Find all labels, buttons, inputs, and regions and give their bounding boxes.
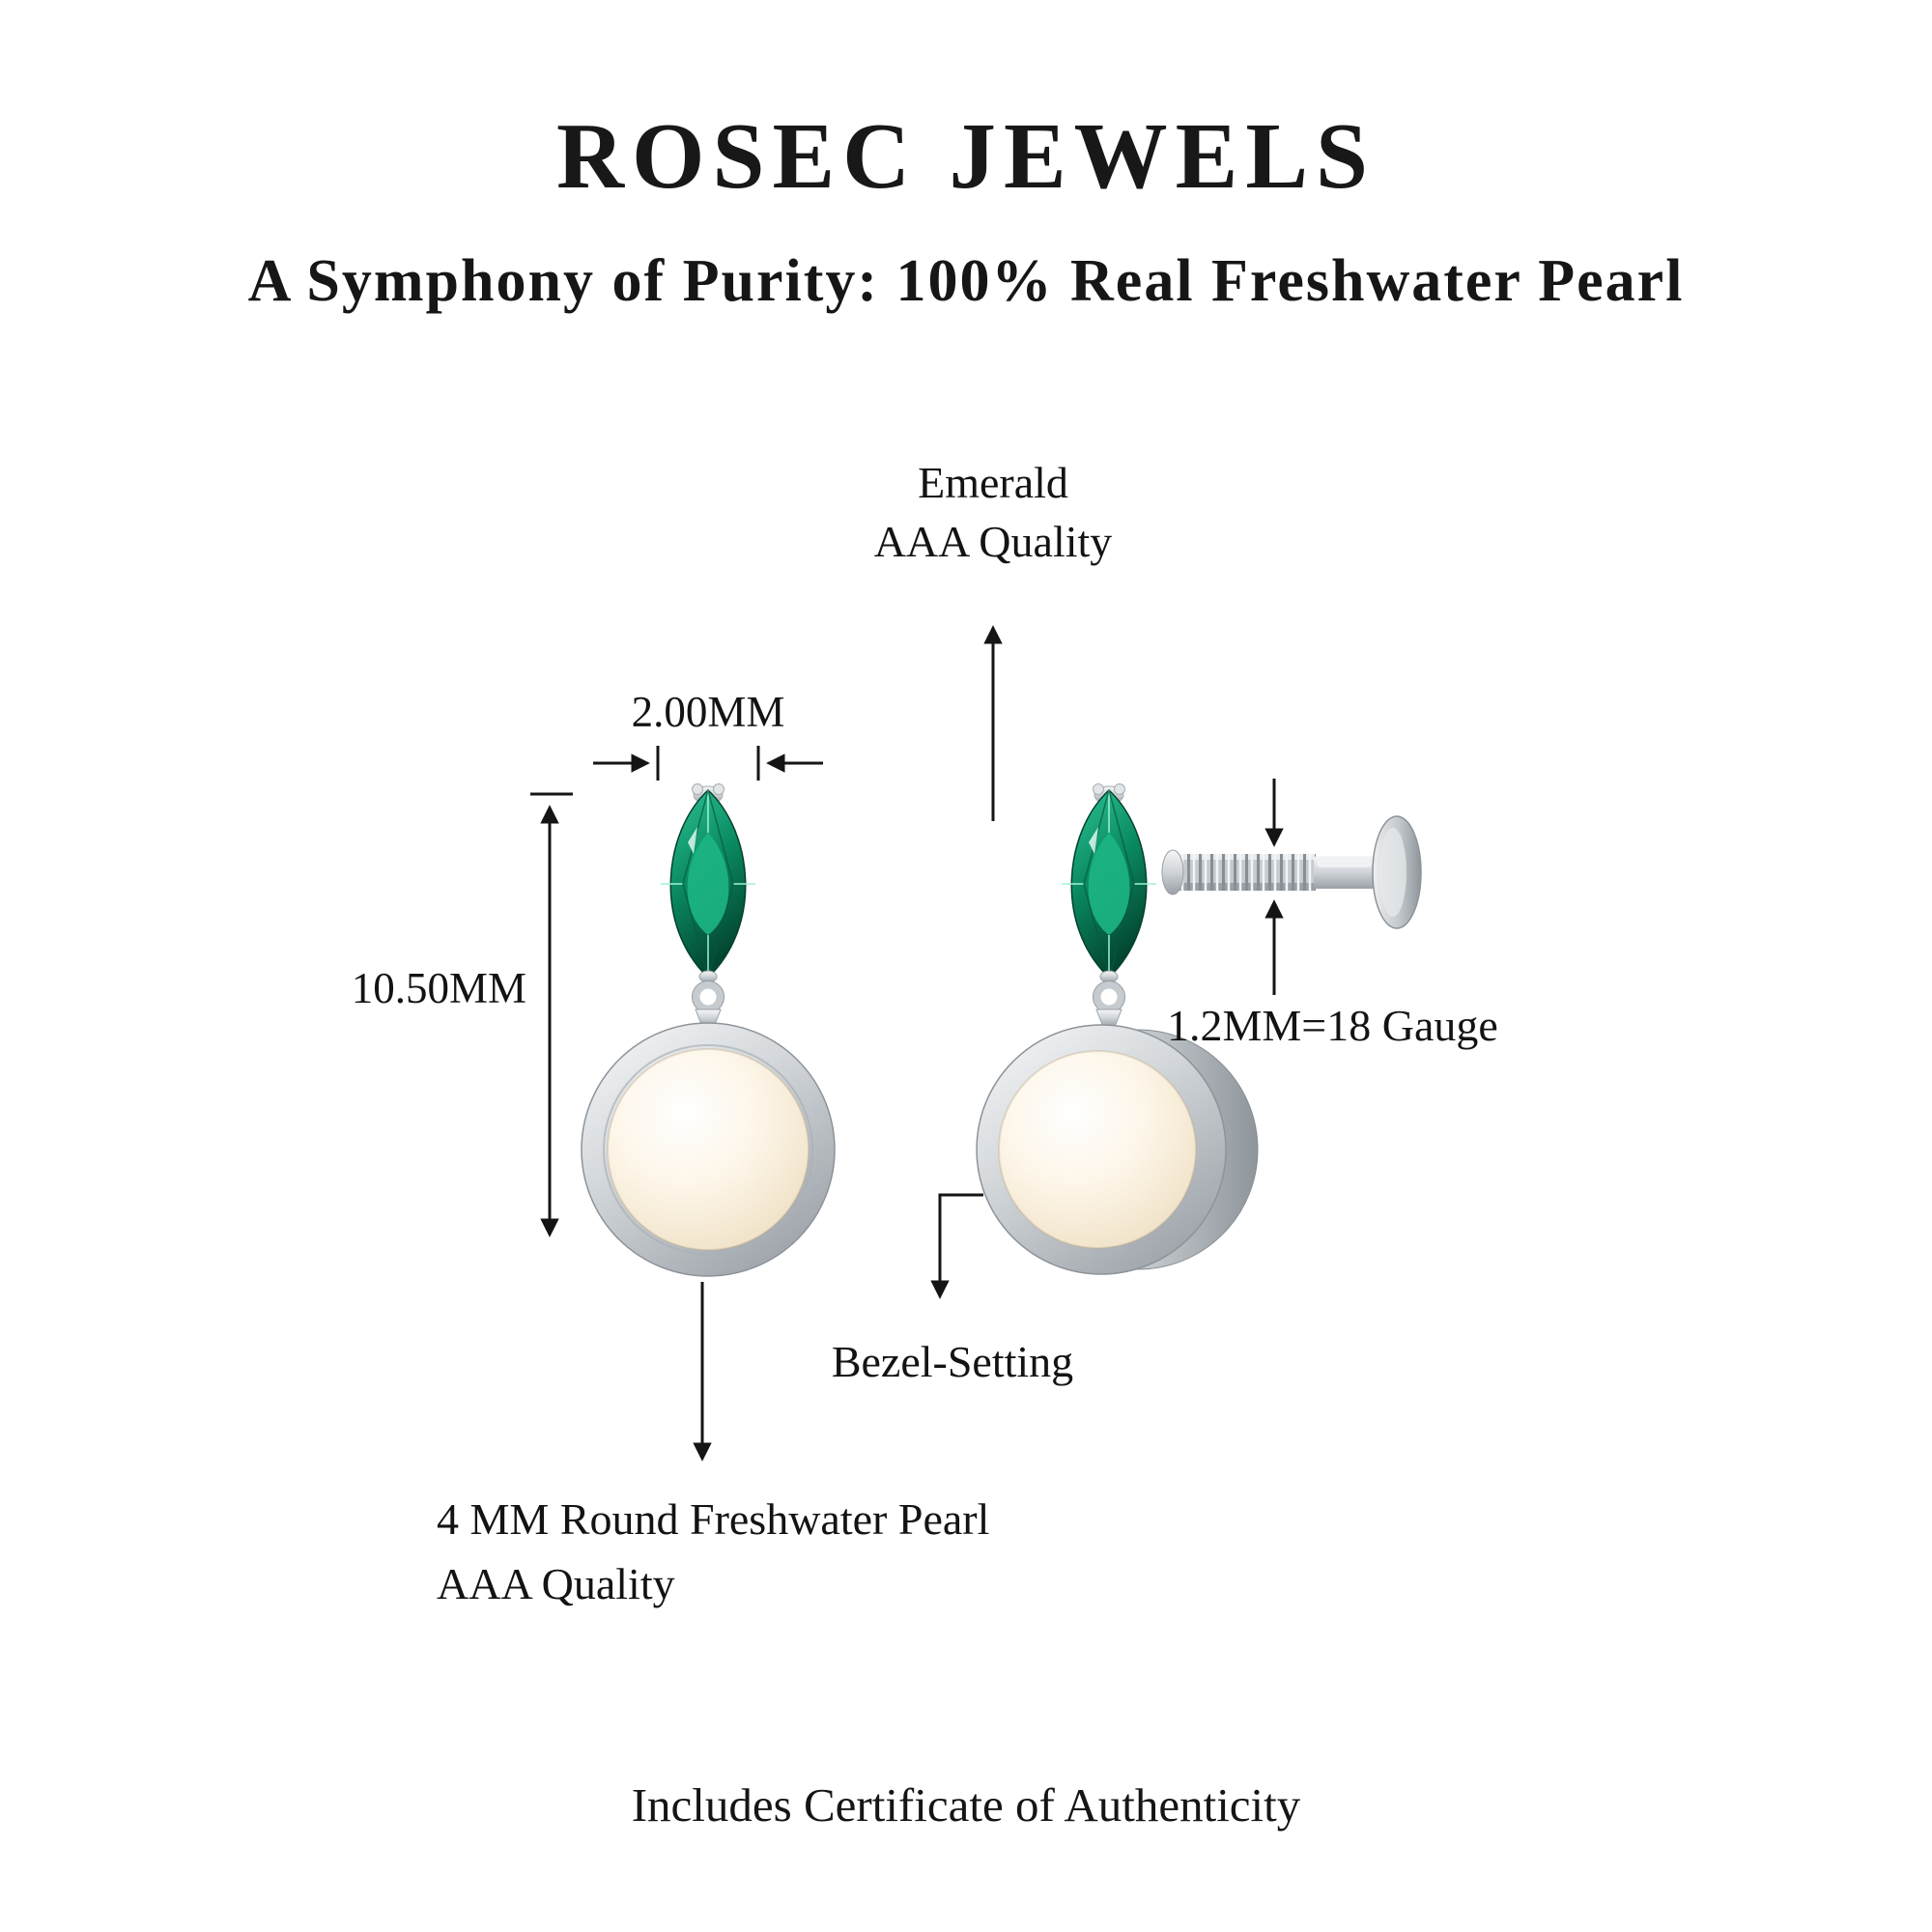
stone-width-label: 2.00MM — [631, 688, 785, 736]
drop-height-label: 10.50MM — [351, 964, 526, 1012]
link-loop-front — [692, 970, 724, 1028]
bezel-pointer-line — [930, 1193, 983, 1299]
pearl-bezel-front — [581, 1022, 836, 1277]
emerald-quality-label: Emerald AAA Quality — [752, 454, 1235, 571]
earring-side-illustration — [976, 783, 1422, 1275]
pearl-front — [608, 1049, 809, 1250]
pearl-spec-label: 4 MM Round Freshwater Pearl AAA Quality — [437, 1488, 989, 1616]
emerald-quality-label-line1: Emerald — [918, 458, 1068, 507]
bezel-setting-label: Bezel-Setting — [831, 1337, 1074, 1386]
pearl-spec-label-line2: AAA Quality — [437, 1558, 675, 1608]
emerald-quality-label-line2: AAA Quality — [873, 516, 1113, 566]
pearl-side — [999, 1051, 1196, 1248]
flat-back-disc — [1372, 815, 1422, 929]
post-gauge-label: 1.2MM=18 Gauge — [1167, 1001, 1498, 1050]
width-dimension — [593, 746, 823, 781]
link-loop-side — [1093, 970, 1125, 1028]
emerald-gem-side — [1062, 788, 1156, 980]
threaded-section — [1174, 854, 1316, 891]
tagline: A Symphony of Purity: 100% Real Freshwat… — [247, 248, 1685, 314]
certificate-note: Includes Certificate of Authenticity — [631, 1778, 1301, 1832]
annotations — [530, 625, 1284, 1462]
labret-post — [1161, 815, 1422, 929]
earring-front-illustration — [581, 783, 836, 1277]
pearl-spec-label-line1: 4 MM Round Freshwater Pearl — [437, 1494, 990, 1544]
pearl-bezel-side — [976, 1024, 1259, 1275]
brand-title: ROSEC JEWELS — [556, 104, 1376, 208]
height-dimension — [530, 792, 573, 1237]
emerald-gem-front — [661, 788, 755, 980]
